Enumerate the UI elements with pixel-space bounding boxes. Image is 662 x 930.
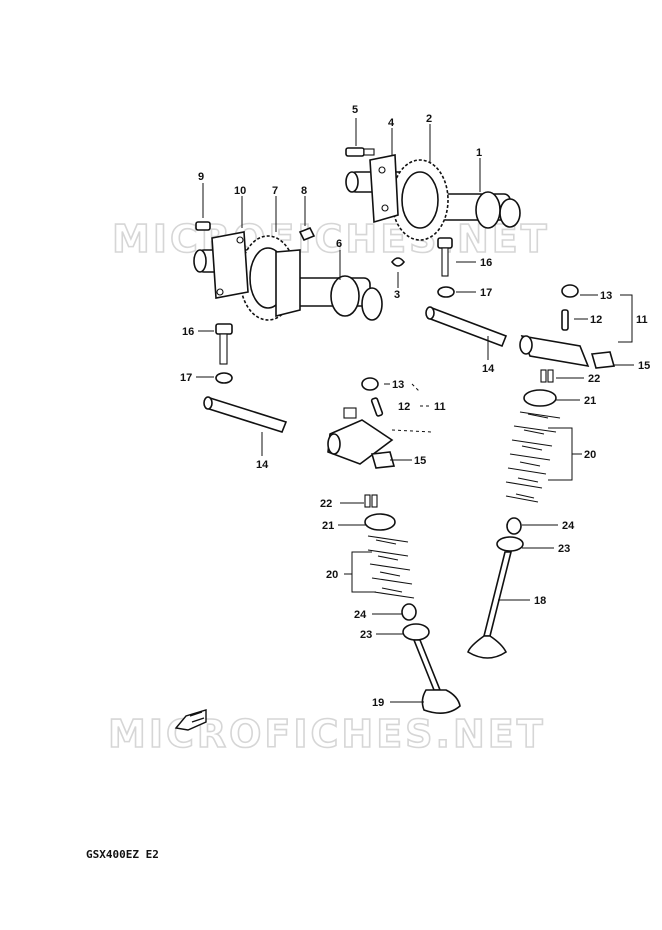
lock-nut-left: [361, 377, 379, 391]
callout-14-right: 14: [482, 363, 495, 375]
sprocket-bolt-exhaust: [345, 147, 375, 157]
callout-12-left: 12: [398, 401, 410, 413]
callout-5: 5: [352, 104, 358, 116]
callout-14-left: 14: [256, 459, 269, 471]
callout-6: 6: [336, 238, 342, 250]
adjust-screw-right: [561, 309, 569, 331]
callout-9: 9: [198, 171, 204, 183]
valve-springs-left: [367, 535, 415, 599]
callout-13-left: 13: [392, 379, 404, 391]
spring-retainer-left: [364, 513, 396, 531]
valve-stem-seal-left: [401, 603, 417, 621]
rocker-arm-left: [327, 407, 394, 465]
callout-22-left: 22: [320, 498, 332, 510]
callout-16-left: 16: [182, 326, 194, 338]
callout-19: 19: [372, 697, 384, 709]
valve-exhaust: [467, 551, 513, 659]
rocker-shaft-left: [203, 396, 288, 433]
cam-sprocket-flange-intake: [211, 231, 249, 299]
front-arrow-icon: [174, 709, 207, 731]
lock-nut-right: [561, 284, 579, 298]
callout-8: 8: [301, 185, 307, 197]
callout-4: 4: [388, 117, 395, 129]
callout-17-right: 17: [480, 287, 492, 299]
callout-18: 18: [534, 595, 546, 607]
callout-22-right: 22: [588, 373, 600, 385]
valve-cotter-left: [364, 494, 378, 508]
sprocket-plate-intake: [275, 249, 301, 318]
watermark-top: MICROFICHES.NET: [112, 217, 550, 261]
callout-20-right: 20: [584, 449, 596, 461]
callout-17-left: 17: [180, 372, 192, 384]
callout-23-left: 23: [360, 629, 372, 641]
callout-21-right: 21: [584, 395, 596, 407]
washer-3: [390, 257, 406, 267]
rocker-arm-right: [519, 334, 590, 368]
rocker-pad-right: [590, 351, 616, 369]
spring-seat-left: [402, 623, 430, 641]
valve-intake: [412, 639, 461, 714]
dashed-leaders: [391, 383, 433, 433]
callout-2: 2: [426, 113, 432, 125]
callout-16-right: 16: [480, 257, 492, 269]
callout-13-right: 13: [600, 290, 612, 302]
callout-23-right: 23: [558, 543, 570, 555]
washer-17-right: [437, 286, 455, 298]
callout-21-left: 21: [322, 520, 334, 532]
callout-12-right: 12: [590, 314, 602, 326]
callout-15-left: 15: [414, 455, 426, 467]
callout-11-left: 11: [434, 401, 446, 413]
callout-15-right: 15: [638, 360, 650, 372]
callout-10: 10: [234, 185, 246, 197]
callout-20-left: 20: [326, 569, 338, 581]
callout-24-left: 24: [354, 609, 367, 621]
rocker-pad-left: [370, 451, 396, 469]
callout-7: 7: [272, 185, 278, 197]
rocker-shaft-right: [425, 306, 508, 348]
dowel-pin: [298, 226, 316, 242]
spring-seat-right: [496, 536, 524, 552]
bolt-16-left: [215, 323, 233, 365]
valve-cotter-right: [540, 369, 554, 383]
adjust-screw-left: [370, 397, 384, 417]
callouts: 1 2 3 4 5 6 7 8 9 10 11 11 12 12 13 13 1…: [180, 104, 650, 709]
spring-retainer-right: [523, 389, 557, 407]
washer-17-left: [215, 372, 233, 384]
valve-stem-seal-right: [506, 517, 522, 535]
model-code: GSX400EZ E2: [86, 848, 159, 861]
cam-sprocket-flange-exhaust: [369, 154, 399, 224]
cam-sprocket-exhaust: [391, 159, 449, 241]
watermark-bottom: MICROFICHES.NET: [108, 712, 546, 756]
sprocket-bolt-intake: [195, 221, 211, 231]
bolt-16-right: [437, 237, 453, 277]
valve-springs-right: [505, 411, 561, 503]
callout-11-right: 11: [636, 314, 648, 326]
callout-3: 3: [394, 289, 400, 301]
callout-24-right: 24: [562, 520, 575, 532]
callout-1: 1: [476, 147, 482, 159]
leader-lines: [196, 118, 634, 703]
